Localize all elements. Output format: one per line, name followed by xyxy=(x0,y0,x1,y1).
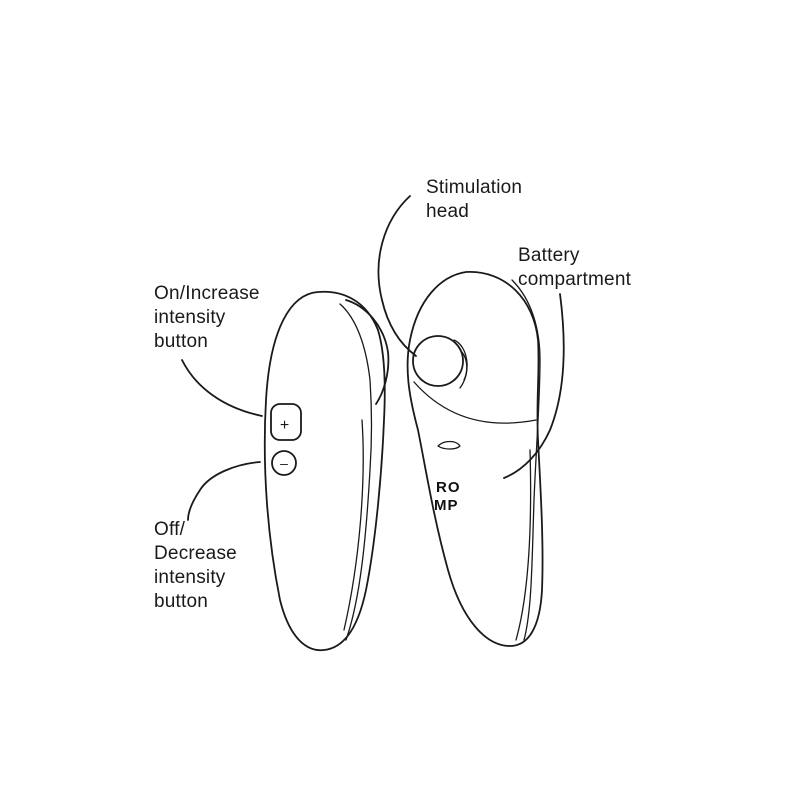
indicator-slot xyxy=(437,440,461,450)
callout-stimulation-head xyxy=(377,195,417,357)
right-device-cap-edge xyxy=(413,381,537,424)
right-device-seam-2 xyxy=(515,449,532,641)
left-device xyxy=(263,290,390,652)
label-line: intensity xyxy=(154,307,226,328)
decrease-button[interactable]: – xyxy=(271,450,297,476)
left-device-seam xyxy=(339,303,373,641)
label-line: Off/ xyxy=(154,519,186,540)
callout-increase-button xyxy=(181,359,263,417)
label-line: button xyxy=(154,591,209,612)
minus-icon: – xyxy=(280,455,288,471)
brand-logo: RO MP xyxy=(434,479,461,514)
left-device-body xyxy=(263,290,386,652)
label-line: intensity xyxy=(154,567,226,588)
plus-icon: + xyxy=(280,417,289,434)
callout-decrease-button xyxy=(187,461,261,521)
callout-battery-compartment xyxy=(503,293,565,479)
left-device-head-bump xyxy=(345,299,390,405)
label-battery-compartment: Battery compartment xyxy=(518,244,631,292)
label-line: compartment xyxy=(518,269,632,290)
svg-text:RO: RO xyxy=(436,479,461,496)
label-on-increase: On/Increase intensity button xyxy=(154,282,260,354)
right-device xyxy=(406,271,544,647)
right-device-body xyxy=(406,271,544,647)
label-line: Stimulation xyxy=(426,177,523,198)
label-stimulation-head: Stimulation head xyxy=(426,176,522,224)
label-line: head xyxy=(426,201,470,222)
svg-text:MP: MP xyxy=(434,497,459,514)
label-off-decrease: Off/ Decrease intensity button xyxy=(154,518,237,614)
right-device-seam xyxy=(511,279,541,641)
label-line: button xyxy=(154,331,209,352)
increase-button[interactable]: + xyxy=(270,403,302,441)
stimulation-head xyxy=(412,335,468,389)
label-line: Battery xyxy=(518,245,580,266)
left-device-seam-2 xyxy=(343,419,364,631)
label-line: On/Increase xyxy=(154,283,260,304)
label-line: Decrease xyxy=(154,543,237,564)
